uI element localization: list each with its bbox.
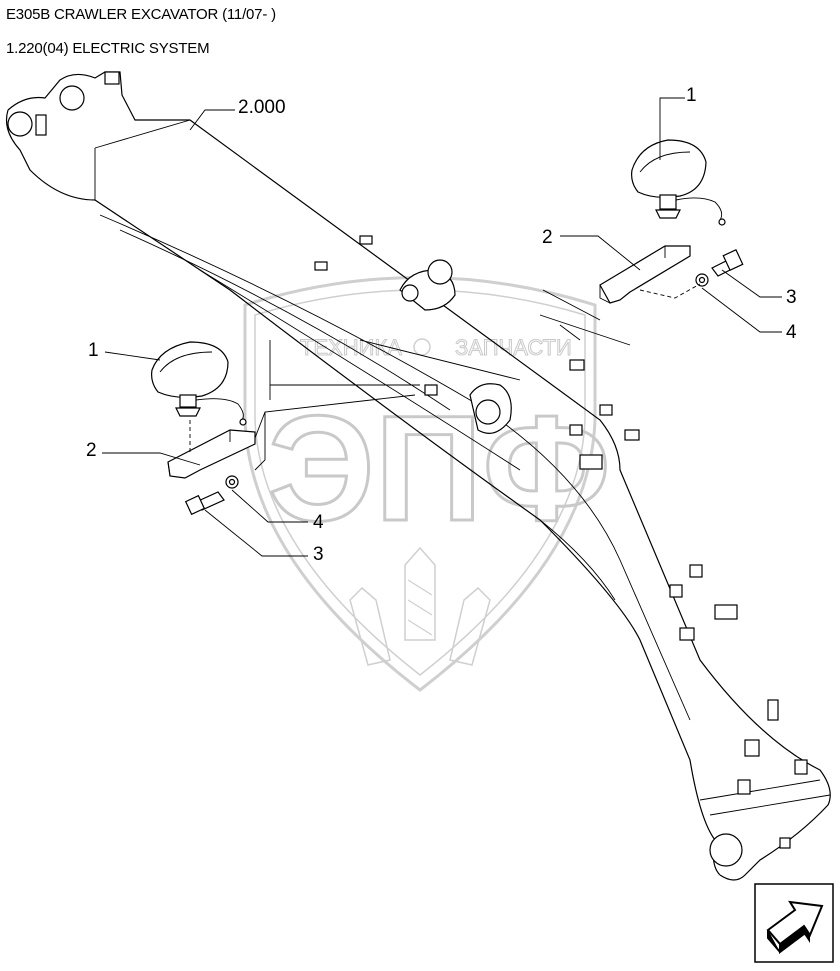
assembly-line-top	[639, 283, 701, 299]
page-subtitle: 1.220(04) ELECTRIC SYSTEM	[6, 40, 210, 57]
callout-washer-top-label: 4	[786, 322, 797, 343]
callout-lamp-top-label: 1	[686, 85, 697, 106]
callout-lamp-top: 1	[659, 85, 697, 160]
next-page-arrow-icon	[766, 900, 824, 954]
callout-lamp-left-label: 1	[88, 340, 99, 361]
callout-washer-top: 4	[701, 287, 797, 343]
gear-icon	[413, 338, 431, 356]
callout-bracket-left-label: 2	[86, 440, 97, 461]
page-title: E305B CRAWLER EXCAVATOR (11/07- )	[6, 6, 276, 23]
bracket-left[interactable]	[167, 429, 256, 479]
work-lamp-top[interactable]	[631, 139, 726, 226]
work-lamp-left[interactable]	[151, 341, 247, 426]
boom-assembly	[5, 71, 831, 881]
callout-washer-left-label: 4	[313, 512, 324, 533]
callout-bolt-top-label: 3	[786, 287, 797, 308]
callout-washer-left: 4	[231, 489, 324, 533]
callout-bracket-top: 2	[542, 227, 641, 271]
callout-bolt-left-label: 3	[313, 544, 324, 565]
callout-bolt-left: 3	[204, 509, 324, 565]
mount-reference-line-2	[254, 412, 266, 471]
next-page-button[interactable]	[754, 883, 834, 963]
callout-bracket-top-label: 2	[542, 227, 553, 248]
callout-bolt-top: 3	[721, 269, 797, 308]
wheat-emblem-icon	[349, 546, 491, 666]
bolt-top[interactable]	[711, 248, 744, 277]
callout-lamp-left: 1	[88, 340, 161, 361]
watermark-left-word: ТЕХНИКА	[300, 335, 402, 360]
callout-assembly-label: 2.000	[238, 97, 286, 118]
mount-reference-line-3	[269, 340, 420, 400]
watermark: ТЕХНИКА ЗАПЧАСТИ ЭПФ	[243, 276, 612, 692]
washer-left[interactable]	[225, 475, 239, 489]
callout-assembly: 2.000	[189, 97, 286, 131]
bolt-left[interactable]	[184, 491, 225, 516]
watermark-logo-letters: ЭПФ	[268, 384, 611, 552]
callout-bracket-left: 2	[86, 440, 201, 466]
bracket-top[interactable]	[599, 245, 691, 304]
washer-top[interactable]	[695, 273, 709, 287]
